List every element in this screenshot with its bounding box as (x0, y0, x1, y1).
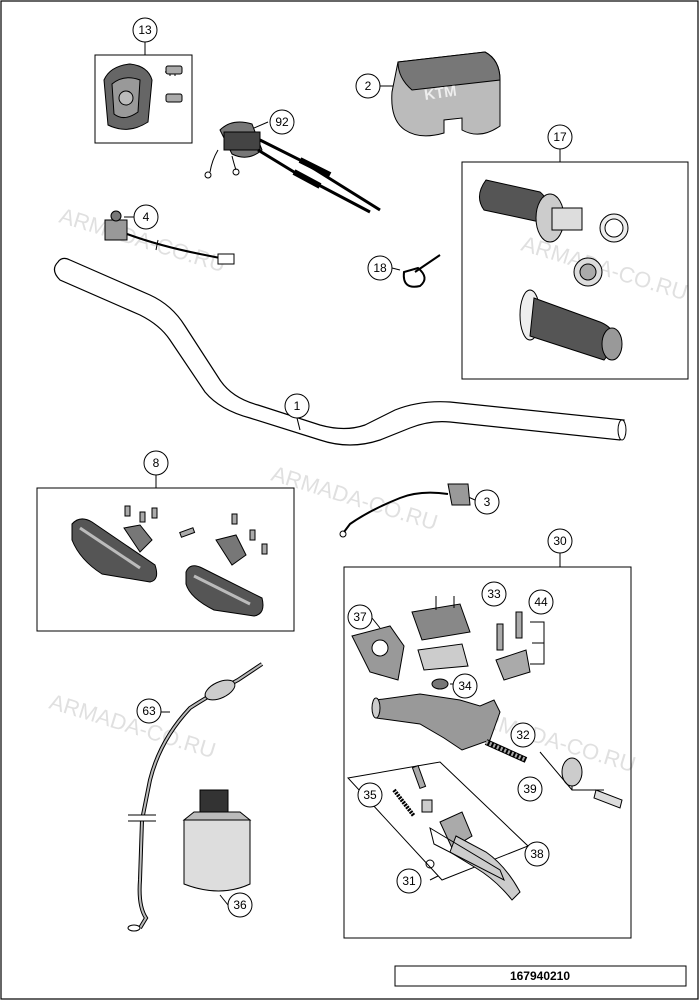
part-63-hose (127, 662, 264, 932)
part-17-grips (461, 149, 689, 380)
callout-37: 37 (347, 604, 373, 630)
svg-text:2: 2 (365, 79, 372, 93)
svg-text:38: 38 (530, 847, 544, 861)
part-4-switch (104, 210, 235, 265)
watermark: ARMADA-CO.RU (519, 231, 691, 305)
callouts: 13 2 92 17 4 18 1 8 3 30 33 44 37 34 32 … (132, 17, 573, 918)
svg-text:37: 37 (353, 610, 367, 624)
svg-text:4: 4 (143, 210, 150, 224)
watermarks: ARMADA-CO.RU ARMADA-CO.RU ARMADA-CO.RU A… (47, 203, 691, 777)
callout-39: 39 (517, 776, 543, 802)
svg-text:63: 63 (142, 704, 156, 718)
part-92-throttle (204, 121, 381, 214)
svg-text:31: 31 (402, 874, 416, 888)
callout-18: 18 (367, 255, 393, 281)
svg-text:35: 35 (363, 788, 377, 802)
callout-17: 17 (547, 124, 573, 150)
callout-3: 3 (474, 489, 500, 515)
callout-8: 8 (143, 450, 169, 476)
callout-30: 30 (547, 528, 573, 554)
callout-1: 1 (284, 393, 310, 419)
svg-text:34: 34 (458, 679, 472, 693)
svg-text:32: 32 (516, 728, 530, 742)
svg-text:1: 1 (294, 399, 301, 413)
part-18-cable-tie (391, 254, 441, 288)
watermark: ARMADA-CO.RU (47, 689, 219, 763)
svg-text:17: 17 (553, 130, 567, 144)
svg-text:3: 3 (484, 495, 491, 509)
part-3-cable (339, 483, 476, 538)
callout-31: 31 (396, 868, 422, 894)
callout-2: 2 (355, 73, 381, 99)
callout-35: 35 (357, 782, 383, 808)
svg-text:39: 39 (523, 782, 537, 796)
svg-text:36: 36 (233, 898, 247, 912)
callout-63: 63 (136, 698, 162, 724)
svg-text:13: 13 (138, 23, 152, 37)
svg-text:30: 30 (553, 534, 567, 548)
callout-92: 92 (269, 109, 295, 135)
callout-4: 4 (133, 204, 159, 230)
pad-logo: KTM (423, 83, 458, 104)
callout-38: 38 (524, 841, 550, 867)
callout-36: 36 (227, 892, 253, 918)
callout-32: 32 (510, 722, 536, 748)
part-30-master-cylinder (343, 553, 632, 939)
svg-text:18: 18 (373, 261, 387, 275)
part-2-bar-pad: KTM (380, 51, 501, 137)
svg-text:44: 44 (534, 595, 548, 609)
svg-text:8: 8 (153, 456, 160, 470)
callout-33: 33 (481, 581, 507, 607)
reference-number: 167940210 (510, 969, 570, 983)
part-8-handguards (36, 475, 295, 632)
callout-44: 44 (528, 589, 554, 615)
svg-text:33: 33 (487, 587, 501, 601)
callout-13: 13 (132, 17, 158, 43)
part-1-handlebar (53, 257, 627, 446)
part-36-oil-bottle (182, 789, 252, 906)
callout-34: 34 (452, 673, 478, 699)
reference-number-box: 167940210 (394, 965, 687, 987)
svg-text:92: 92 (275, 115, 289, 129)
part-13-switch (94, 42, 193, 144)
